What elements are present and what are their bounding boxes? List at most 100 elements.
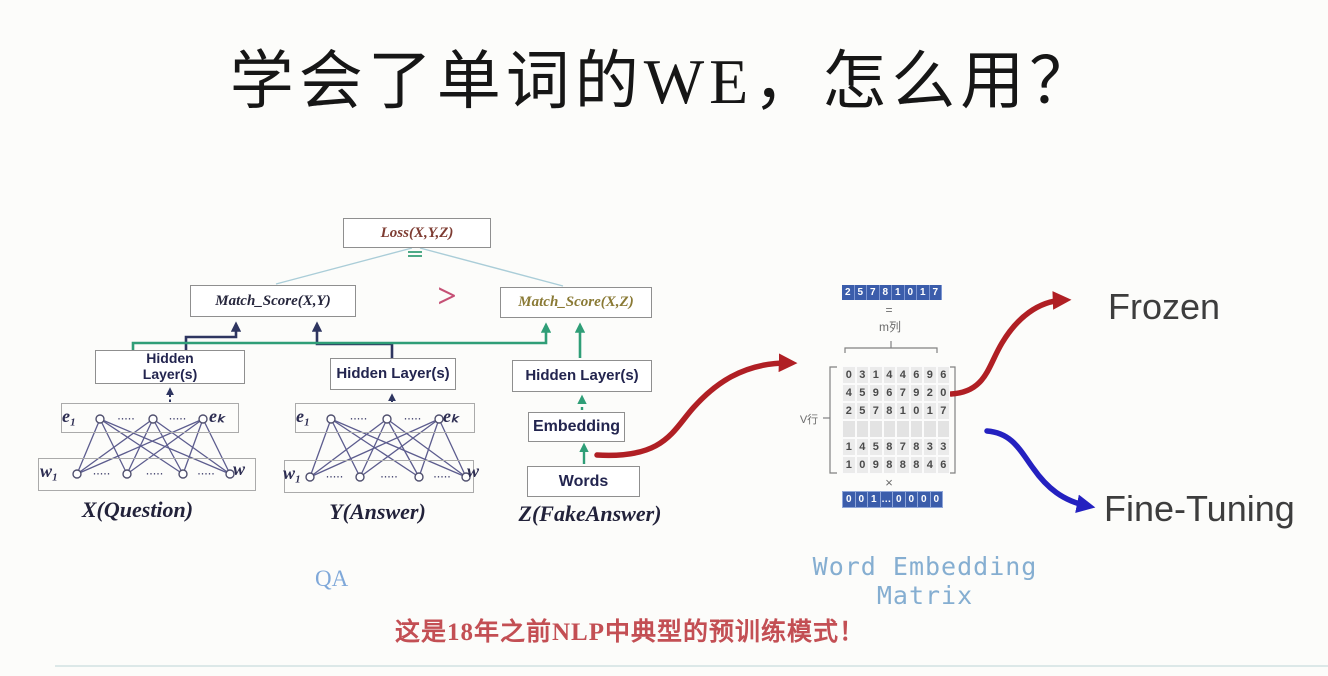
node-label-w1-x: w₁ bbox=[40, 461, 59, 481]
match-score-xz-box: Match_Score(X,Z) bbox=[500, 287, 652, 318]
word-embedding-matrix-caption: Word Embedding Matrix bbox=[812, 552, 1038, 610]
fine-tuning-arrow bbox=[984, 428, 1096, 513]
vector-cell: 7 bbox=[867, 285, 880, 300]
embedding-row-box-x bbox=[61, 403, 239, 433]
onehot-cell: 0 bbox=[917, 491, 931, 508]
matrix-cell: 6 bbox=[936, 366, 950, 384]
match-score-xy-label: Match_Score(X,Y) bbox=[215, 292, 331, 309]
matrix-cell: 3 bbox=[923, 438, 937, 456]
vector-cell: 1 bbox=[892, 285, 905, 300]
onehot-cell: 0 bbox=[929, 491, 943, 508]
matrix-cell bbox=[869, 420, 883, 438]
vector-cell: 2 bbox=[842, 285, 855, 300]
loss-equal-ticks bbox=[408, 251, 422, 257]
matrix-cell: 1 bbox=[923, 402, 937, 420]
word-row-box-x bbox=[38, 458, 256, 491]
embedding-dashed-arrows bbox=[166, 387, 396, 402]
matrix-cell: 5 bbox=[855, 402, 869, 420]
matrix-cell: 4 bbox=[882, 366, 896, 384]
footer-divider bbox=[55, 665, 1328, 667]
vector-cell: 5 bbox=[854, 285, 867, 300]
hidden-layers-box-3: Hidden Layer(s) bbox=[512, 360, 652, 392]
matrix-cell: 4 bbox=[923, 456, 937, 474]
hidden-layers-label-1: Hidden Layer(s) bbox=[142, 350, 198, 382]
matrix-cell: 1 bbox=[896, 402, 910, 420]
caption-y: Y(Answer) bbox=[329, 499, 426, 524]
loss-connectors bbox=[275, 247, 564, 287]
match-score-xz-label: Match_Score(X,Z) bbox=[518, 294, 634, 310]
loss-label: Loss(X,Y,Z) bbox=[380, 224, 454, 241]
node-label-w-x: w bbox=[233, 459, 246, 479]
node-label-ek-x: eₖ bbox=[209, 406, 225, 426]
matrix-cell: 4 bbox=[896, 366, 910, 384]
matrix-cell: 2 bbox=[923, 384, 937, 402]
words-label: Words bbox=[558, 472, 609, 490]
matrix-cell: 3 bbox=[936, 438, 950, 456]
matrix-cell bbox=[923, 420, 937, 438]
frozen-label: Frozen bbox=[1108, 286, 1221, 327]
hidden-layers-label-2: Hidden Layer(s) bbox=[336, 364, 450, 382]
vector-cell: 7 bbox=[929, 285, 942, 300]
embedding-label: Embedding bbox=[532, 418, 621, 436]
loss-box: Loss(X,Y,Z) bbox=[343, 218, 491, 248]
embedding-box: Embedding bbox=[528, 412, 625, 442]
vector-cell: 0 bbox=[904, 285, 917, 300]
onehot-cell: 1 bbox=[867, 491, 881, 508]
matrix-cell bbox=[842, 420, 856, 438]
layers-word: Layer(s) bbox=[142, 366, 198, 382]
hidden-word: Hidden bbox=[146, 350, 194, 367]
words-box: Words bbox=[527, 466, 640, 497]
matrix-cell: 0 bbox=[909, 402, 923, 420]
onehot-cell: 0 bbox=[842, 491, 856, 508]
node-label-w-y: w bbox=[467, 461, 480, 481]
qa-caption: QA bbox=[315, 566, 349, 591]
matrix-cell: 7 bbox=[896, 384, 910, 402]
m-cols-label: m列 bbox=[879, 320, 901, 334]
node-label-w1-y: w₁ bbox=[283, 463, 302, 483]
matrix-cell: 9 bbox=[869, 384, 883, 402]
hidden-layers-box-1: Hidden Layer(s) bbox=[95, 350, 245, 384]
matrix-cell: 7 bbox=[896, 438, 910, 456]
bottom-note: 这是18年之前NLP中典型的预训练模式！ bbox=[394, 619, 865, 646]
word-row-box-y bbox=[284, 460, 474, 493]
matrix-cell: 5 bbox=[855, 384, 869, 402]
vector-cell: 1 bbox=[917, 285, 930, 300]
matrix-cell: 9 bbox=[923, 366, 937, 384]
matrix-cell: 8 bbox=[909, 456, 923, 474]
matrix-cell: 0 bbox=[842, 366, 856, 384]
matrix-cell: 8 bbox=[896, 456, 910, 474]
matrix-cell: 7 bbox=[869, 402, 883, 420]
hidden-layers-label-3: Hidden Layer(s) bbox=[525, 366, 639, 384]
caption-z: Z(FakeAnswer) bbox=[518, 501, 662, 526]
matrix-cell: 7 bbox=[936, 402, 950, 420]
matrix-cell: 1 bbox=[869, 366, 883, 384]
frozen-arrow bbox=[948, 291, 1072, 397]
matrix-cell bbox=[896, 420, 910, 438]
matrix-cell bbox=[855, 420, 869, 438]
matrix-cell: 8 bbox=[882, 456, 896, 474]
matrix-cell: 5 bbox=[869, 438, 883, 456]
matrix-cell: 9 bbox=[869, 456, 883, 474]
hidden-layers-box-2: Hidden Layer(s) bbox=[330, 358, 456, 390]
vector-cell: 8 bbox=[879, 285, 892, 300]
caption-x: X(Question) bbox=[81, 497, 194, 522]
matrix-cell: 8 bbox=[882, 438, 896, 456]
embedding-row-box-y bbox=[295, 403, 475, 433]
fine-tuning-label: Fine-Tuning bbox=[1104, 488, 1295, 529]
matrix-cell: 8 bbox=[909, 438, 923, 456]
onehot-cell: … bbox=[879, 491, 893, 508]
matrix-cell: 6 bbox=[909, 366, 923, 384]
matrix-cell: 3 bbox=[855, 366, 869, 384]
node-label-e1-x: e₁ bbox=[62, 406, 77, 426]
onehot-cell: 0 bbox=[892, 491, 906, 508]
matrix-cell: 0 bbox=[855, 456, 869, 474]
v-rows-label: V行 bbox=[799, 414, 819, 426]
matrix-cell: 2 bbox=[842, 402, 856, 420]
matrix-cell: 4 bbox=[842, 384, 856, 402]
matrix-cell: 0 bbox=[936, 384, 950, 402]
matrix-cell: 9 bbox=[909, 384, 923, 402]
matrix-cell: 4 bbox=[855, 438, 869, 456]
